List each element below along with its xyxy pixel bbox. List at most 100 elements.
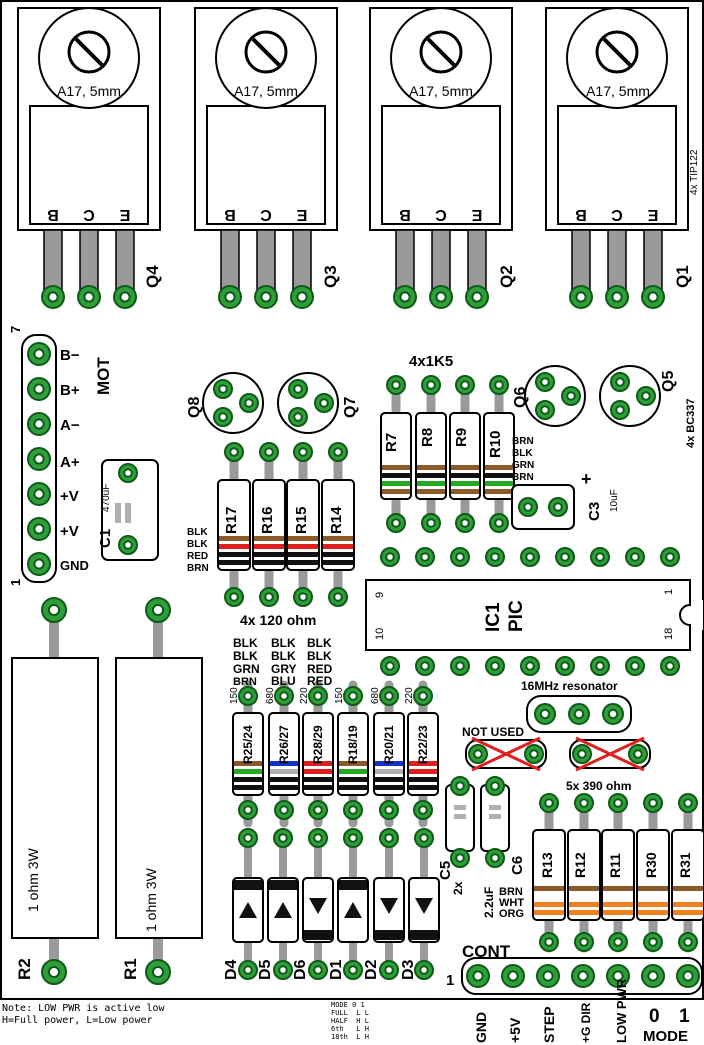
- r-390-5-band-2: [673, 894, 703, 899]
- r-current-1-band-4: [234, 785, 262, 790]
- diode-pad-b-2-hole: [278, 965, 288, 975]
- diode-symbol-2: [274, 902, 292, 918]
- tip-pin-letter-2-3: E: [296, 206, 307, 223]
- r-390-band-3: ORG: [499, 908, 524, 920]
- mode-table: MODE 0 1 FULL L L HALF H L 6th L H 18th …: [331, 1001, 369, 1041]
- r-mid-3-band-2: [288, 544, 318, 549]
- r-mid-pad-a-1-hole: [229, 447, 239, 457]
- r-current-5-band-3: [375, 777, 403, 782]
- r7-label: R7: [383, 433, 400, 452]
- r-390-band-1: BRN: [499, 886, 523, 898]
- diode-symbol-3: [309, 898, 327, 914]
- r-current-1-band-2: [234, 769, 262, 774]
- c1-labels: C1 470uF: [97, 484, 114, 548]
- r-current-3-band-1: [304, 761, 332, 766]
- c5c6-value: 2.2uF: [482, 887, 496, 918]
- c6-pad-a-hole: [490, 781, 500, 791]
- c3-value: 10uF: [609, 489, 620, 512]
- r-mid-pad-b-3-hole: [298, 592, 308, 602]
- q6-label: Q6: [512, 387, 529, 408]
- r-390-3-band-4: [603, 910, 633, 915]
- rc-value-3: 220: [299, 687, 310, 704]
- r-top-pad-b-1-hole: [391, 518, 401, 528]
- cont-labels: CONT 1 GND +5V STEP +G DIR LOW PWR 0 1 M…: [446, 942, 690, 1045]
- q7-label: Q7: [342, 397, 359, 418]
- tip-pin-letter-3-2: C: [435, 206, 447, 223]
- c6-pad-b-hole: [490, 853, 500, 863]
- pot-slot-1: [74, 37, 104, 67]
- q6-pad-2-hole: [566, 391, 576, 401]
- r-top-band-4: BRN: [512, 472, 534, 483]
- r-current-6-band-2: [409, 769, 437, 774]
- resonator-label: 16MHz resonator: [521, 679, 618, 693]
- tip-tab-1: [29, 105, 149, 225]
- r-top-band-3: GRN: [512, 460, 534, 471]
- r-390-1-band-3: [534, 902, 564, 907]
- ic1-pin-bottom-8-hole: [630, 661, 640, 671]
- r-top-labels: 4x1K5 R7 R8 R9 R10 BRN BLK GRN BRN: [383, 353, 534, 483]
- r-mid-pad-a-3-hole: [298, 447, 308, 457]
- tip-pin-letter-1-2: C: [83, 206, 95, 223]
- r-top-4-band-2: [485, 473, 513, 478]
- r-390-3-band-1: [603, 886, 633, 891]
- ic1-pin-top-5-hole: [525, 552, 535, 562]
- pot-slot-2: [251, 37, 281, 67]
- mot-pad-3-hole: [33, 418, 45, 430]
- r-390-5-band-4: [673, 910, 703, 915]
- q8-label: Q8: [186, 397, 203, 418]
- r-current-5-band-2: [375, 769, 403, 774]
- c1-value: 470uF: [101, 484, 112, 512]
- q5-pad-2-hole: [641, 391, 651, 401]
- r18-19-label: R18/19: [346, 725, 360, 764]
- mot-label-gnd: GND: [60, 558, 89, 573]
- r-top-band-1: BRN: [512, 436, 534, 447]
- r-top-3-band-1: [451, 465, 479, 470]
- r-current-2-band-2: [270, 769, 298, 774]
- r-top-3-band-4: [451, 489, 479, 494]
- r-top-4-band-3: [485, 481, 513, 486]
- diode-pad-b-4-hole: [348, 965, 358, 975]
- nu-right-pad-2-hole: [633, 749, 643, 759]
- cont-pad-1-hole: [472, 970, 484, 982]
- r-390-pad-b-2-hole: [579, 937, 589, 947]
- r-current-pad-b-4-hole: [348, 805, 358, 815]
- r-390-1-band-4: [534, 910, 564, 915]
- r-current-pad-a-6-hole: [418, 691, 428, 701]
- diode-pad-a-4-hole: [348, 833, 358, 843]
- tip-pad-2-1-hole: [224, 291, 236, 303]
- rc-value-2: 680: [265, 687, 276, 704]
- r-390-3-band-3: [603, 902, 633, 907]
- r-current-6-band-4: [409, 785, 437, 790]
- r-current-1-body: [232, 712, 264, 796]
- q8-pad-1-hole: [218, 384, 228, 394]
- r-mid-3-band-1: [288, 536, 318, 541]
- pot-label-4: A17, 5mm: [586, 83, 650, 99]
- cont-pad-5-hole: [612, 970, 624, 982]
- d6-label: D6: [292, 959, 309, 980]
- r-top-pad-a-2-hole: [426, 380, 436, 390]
- c5-plate-1: [454, 805, 466, 810]
- r-390-pad-b-3-hole: [613, 937, 623, 947]
- diode-pad-a-3-hole: [313, 833, 323, 843]
- q7-pad-3-hole: [293, 412, 303, 422]
- c5-name: C5: [437, 861, 454, 880]
- r20-21-label: R20/21: [382, 725, 396, 764]
- r1-body: [115, 657, 203, 939]
- diode-cathode-band-3: [304, 930, 332, 940]
- mot-pin-last: 1: [8, 579, 23, 586]
- r-top-pad-b-4-hole: [494, 518, 504, 528]
- d4-label: D4: [223, 959, 240, 980]
- cont-label-gnd: GND: [473, 1012, 489, 1043]
- rc-band-3-2: BLK: [307, 649, 332, 663]
- c6-plate-1: [489, 805, 501, 810]
- ic1-pin-top-4-hole: [490, 552, 500, 562]
- r-390-5-band-1: [673, 886, 703, 891]
- cont-mode-title: MODE: [643, 1028, 688, 1045]
- c1-pad-2-hole: [123, 540, 133, 550]
- ic1-pin-top-6-hole: [560, 552, 570, 562]
- r-current-3-body: [302, 712, 334, 796]
- r1-pad-a-hole: [151, 603, 165, 617]
- r-current-4-band-3: [339, 777, 367, 782]
- r-mid-4-band-3: [323, 552, 353, 557]
- rc-band-2-1: BLK: [271, 636, 296, 650]
